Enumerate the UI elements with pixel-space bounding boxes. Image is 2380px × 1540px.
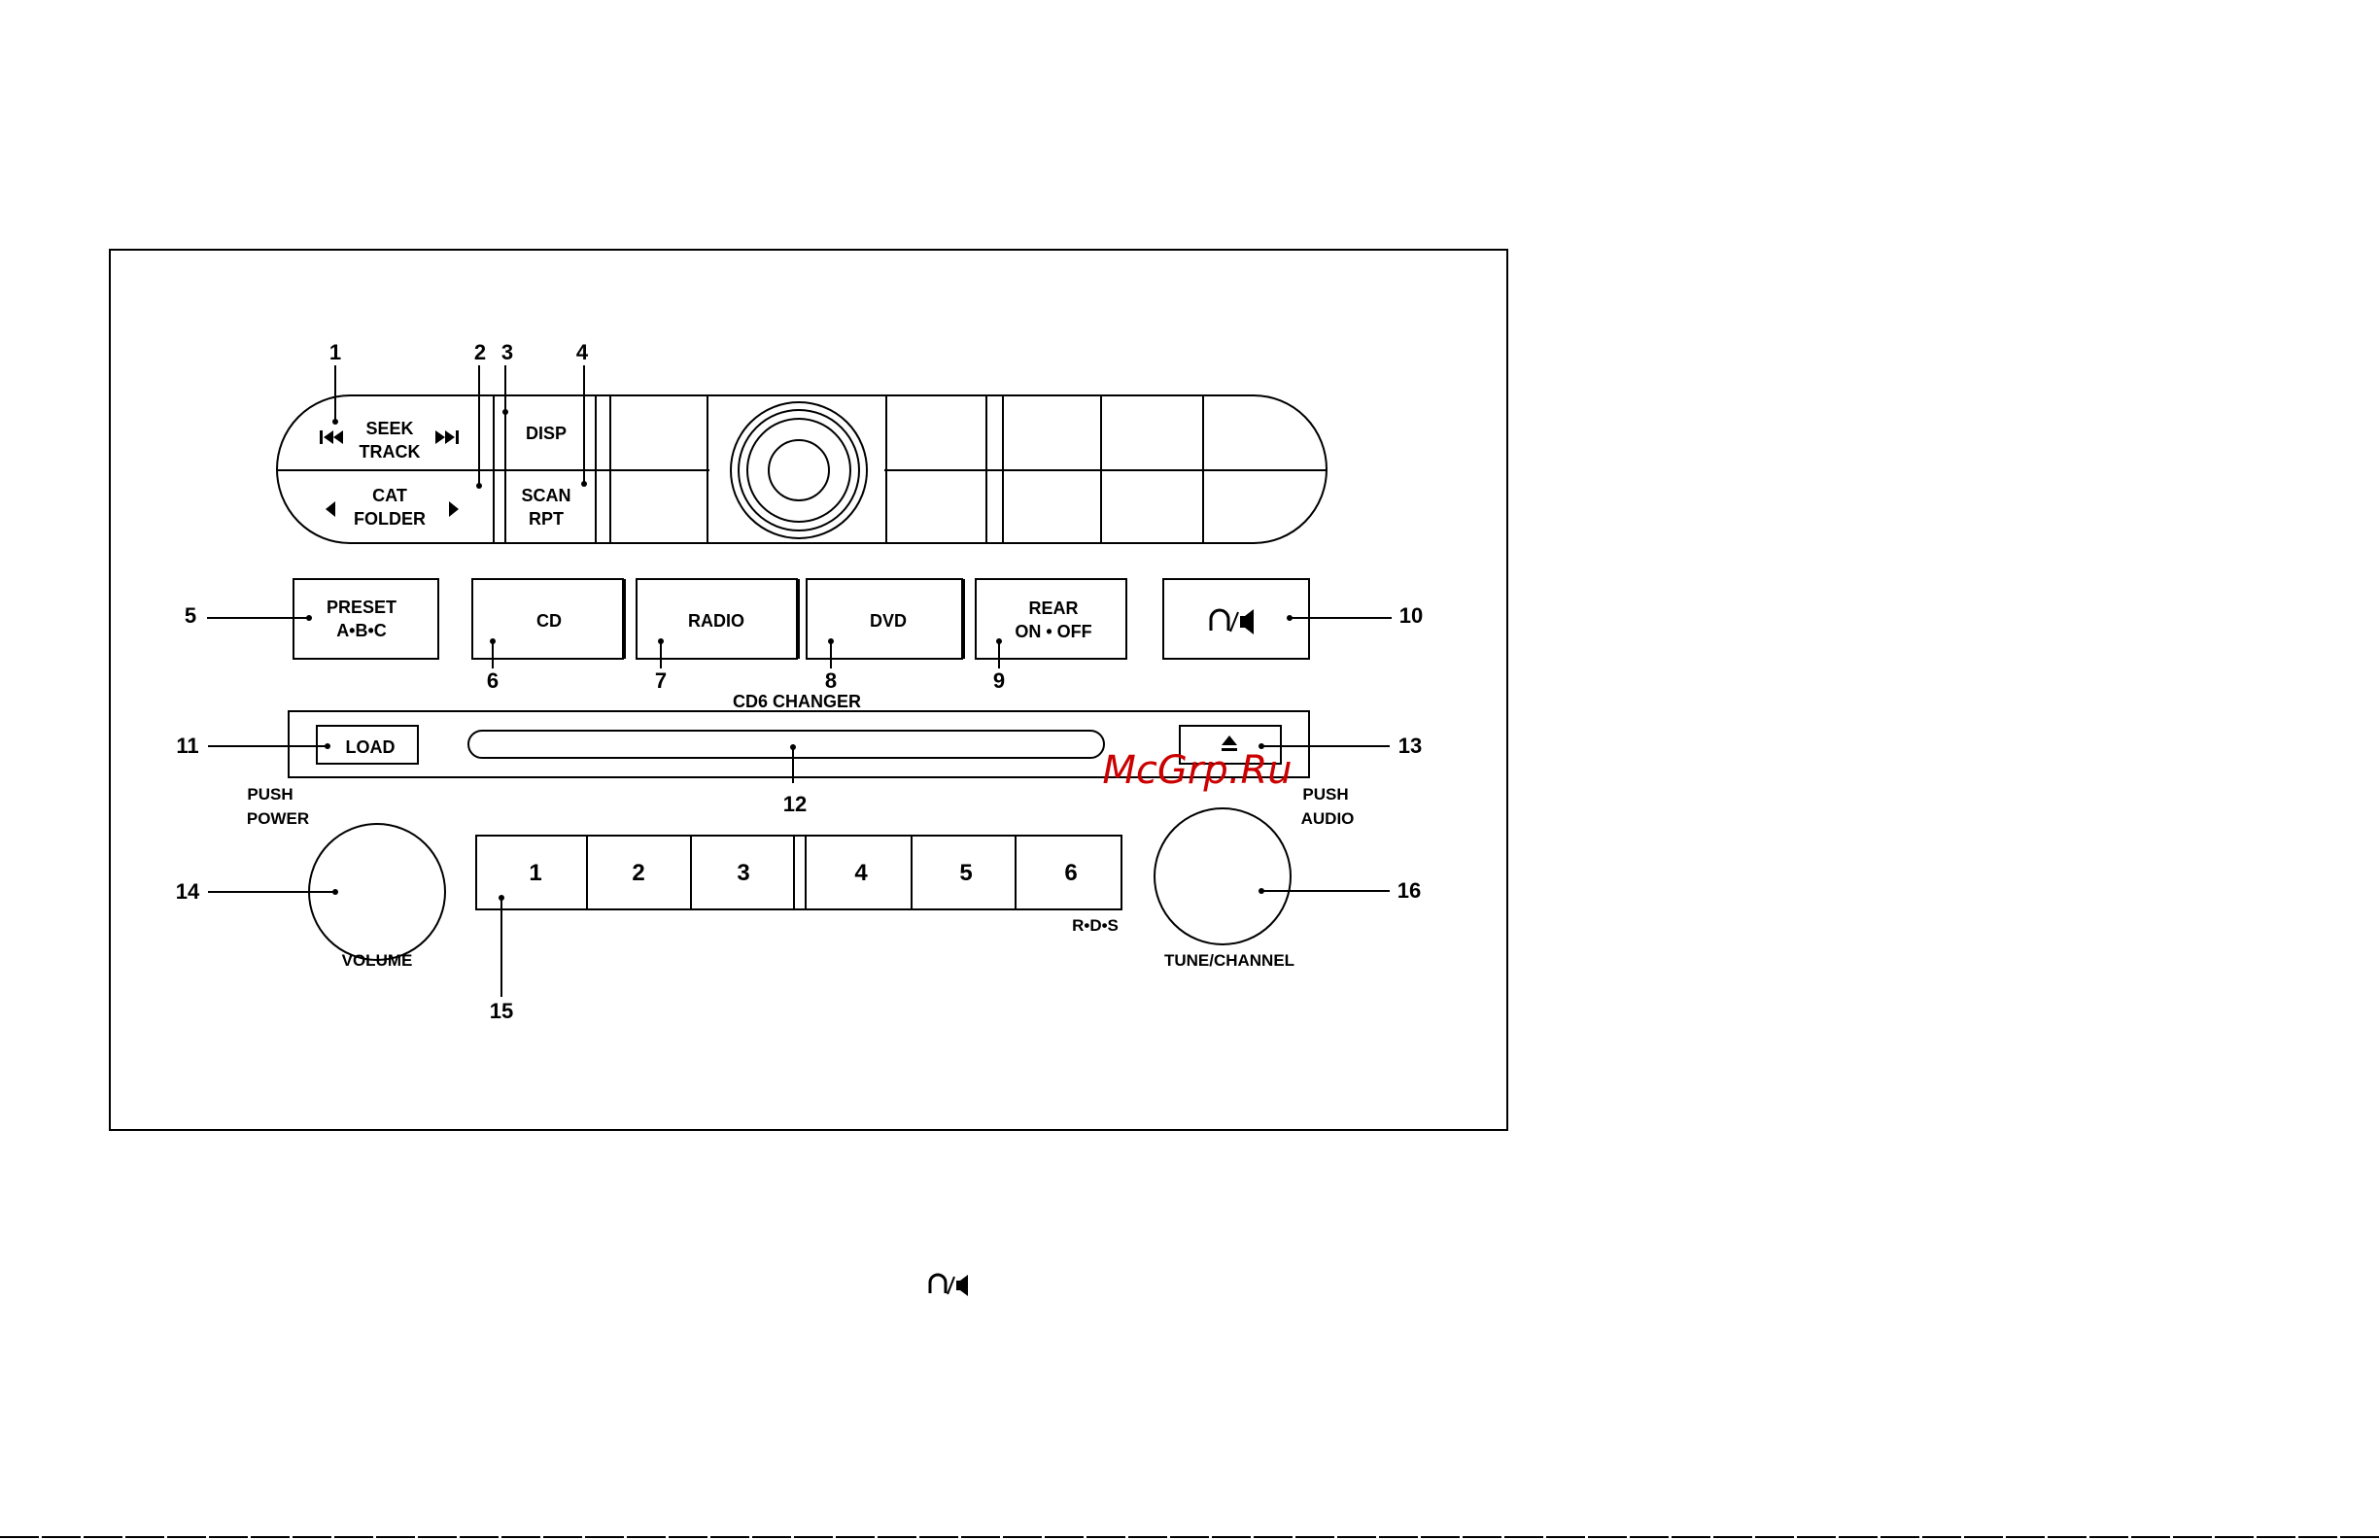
load-label: LOAD [346,737,396,757]
callout-4: 4 [576,340,589,364]
seek-label: SEEK [365,419,413,438]
rpt-label: RPT [529,509,564,529]
cd-label: CD [536,611,562,631]
disp-label: DISP [526,424,567,443]
disc-slot [468,731,1104,758]
preset-label-1: PRESET [327,598,397,617]
push-audio-label-1: PUSH [1302,785,1348,804]
callout-8: 8 [825,668,837,693]
rear-label-1: REAR [1028,599,1078,618]
scan-label: SCAN [521,486,570,505]
preset-6[interactable]: 6 [1064,860,1077,886]
push-power-label-1: PUSH [247,785,293,804]
callout-11: 11 [176,734,198,758]
radio-label: RADIO [688,611,744,631]
rds-label: R•D•S [1072,916,1119,935]
headphone-speaker-icon [1211,609,1254,634]
row2-boxes [293,579,1309,659]
preset-buttons [476,836,1121,909]
push-audio-label-2: AUDIO [1301,809,1355,828]
cat-label: CAT [372,486,407,505]
callout-14: 14 [176,879,200,904]
callout-1: 1 [329,340,341,364]
callout-12: 12 [783,792,807,816]
preset-2[interactable]: 2 [632,860,644,886]
preset-button[interactable] [293,579,438,659]
callout-3: 3 [501,340,513,364]
track-label: TRACK [360,442,421,462]
right-arrow-icon[interactable] [449,501,459,517]
callout-2: 2 [474,340,486,364]
callout-6: 6 [487,668,499,693]
seek-back-icon[interactable] [320,430,343,444]
tune-channel-label: TUNE/CHANNEL [1164,951,1294,970]
disc-icon [731,402,867,538]
headphone-speaker-icon [930,1275,968,1296]
left-arrow-icon[interactable] [326,501,335,517]
figure-frame [110,250,1507,1130]
callout-15: 15 [490,999,513,1023]
watermark: McGrp.Ru [1102,748,1292,793]
dvd-label: DVD [870,611,907,631]
cd6-changer-label: CD6 CHANGER [733,692,861,711]
callout-9: 9 [993,668,1005,693]
preset-4[interactable]: 4 [854,860,868,886]
preset-1[interactable]: 1 [529,860,541,886]
push-power-label-2: POWER [247,809,309,828]
volume-label: VOLUME [342,951,413,970]
seek-forward-icon[interactable] [435,430,459,444]
folder-label: FOLDER [354,509,426,529]
callout-10: 10 [1399,603,1423,628]
preset-5[interactable]: 5 [959,860,972,886]
callout-5: 5 [185,603,196,628]
preset-label-2: A•B•C [336,621,387,640]
callout-16: 16 [1397,878,1421,903]
rear-label-2: ON • OFF [1015,622,1091,641]
callout-13: 13 [1398,734,1422,758]
tune-knob[interactable] [1155,808,1291,944]
preset-3[interactable]: 3 [737,860,749,886]
callout-7: 7 [655,668,667,693]
